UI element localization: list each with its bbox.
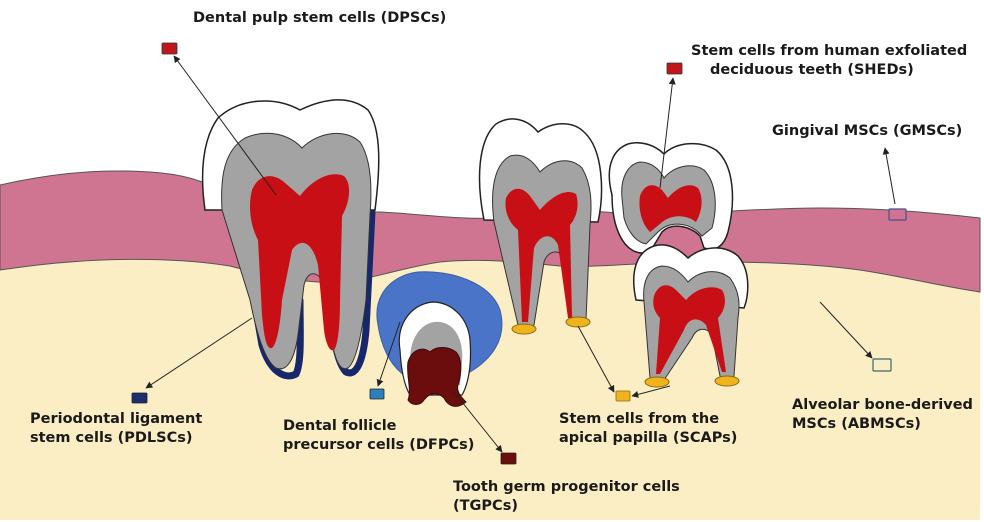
label-abmsc-line-2: MSCs (ABMSCs) [792,415,973,434]
tgpc-marker [501,453,516,464]
label-scap-line-1: Stem cells from the [559,410,737,429]
succ-papilla-right [715,376,739,386]
label-tgpc-line-2: (TGPCs) [453,497,680,516]
abmsc-marker [873,359,891,371]
label-dfpc: Dental follicle precursor cells (DFPCs) [283,417,474,455]
label-gmsc: Gingival MSCs (GMSCs) [772,122,962,141]
apical-papilla-left [512,324,536,334]
alveolar-bone [0,232,980,520]
arrow-gmsc [885,148,895,204]
label-shed: Stem cells from human exfoliated deciduo… [691,42,967,80]
label-scap-line-2: apical papilla (SCAPs) [559,429,737,448]
label-gmsc-line-1: Gingival MSCs (GMSCs) [772,122,962,141]
label-dfpc-line-2: precursor cells (DFPCs) [283,436,474,455]
shed-marker [667,63,682,74]
label-pdlsc-line-1: Periodontal ligament [30,410,202,429]
dpsc-marker [162,43,177,54]
scap-marker [616,391,630,401]
label-pdlsc: Periodontal ligament stem cells (PDLSCs) [30,410,202,448]
apical-papilla-right [566,317,590,327]
label-tgpc: Tooth germ progenitor cells (TGPCs) [453,478,680,516]
label-shed-line-1: Stem cells from human exfoliated [691,42,967,61]
label-shed-line-2: deciduous teeth (SHEDs) [691,61,967,80]
label-tgpc-line-1: Tooth germ progenitor cells [453,478,680,497]
label-dpsc: Dental pulp stem cells (DPSCs) [193,9,446,28]
label-pdlsc-line-2: stem cells (PDLSCs) [30,429,202,448]
label-dpsc-line-1: Dental pulp stem cells (DPSCs) [193,9,446,28]
label-dfpc-line-1: Dental follicle [283,417,474,436]
label-abmsc-line-1: Alveolar bone-derived [792,396,973,415]
succ-papilla-left [645,377,669,387]
label-abmsc: Alveolar bone-derived MSCs (ABMSCs) [792,396,973,434]
label-scap: Stem cells from the apical papilla (SCAP… [559,410,737,448]
dfpc-marker [370,389,384,399]
pdlsc-marker [132,393,147,403]
gmsc-marker [889,209,906,220]
